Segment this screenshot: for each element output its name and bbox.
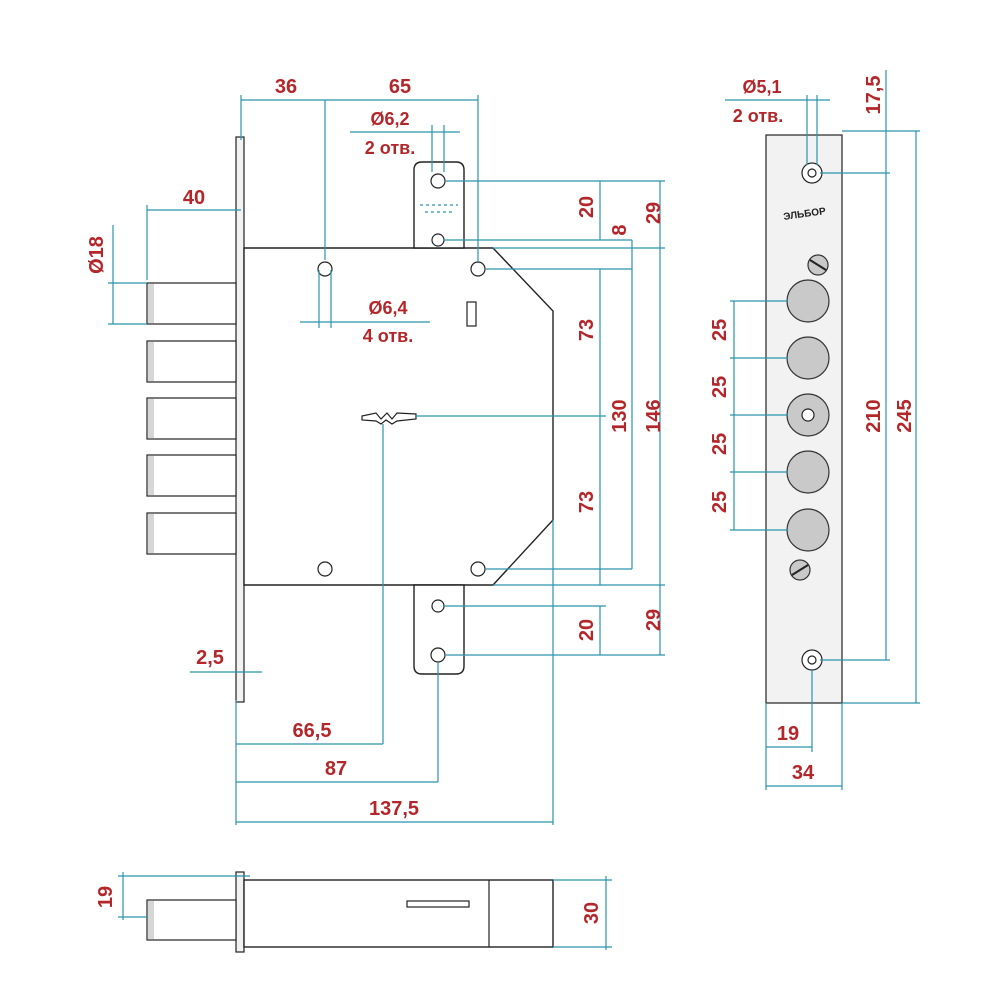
bolt-4 — [146, 454, 237, 497]
dim-spacing-4: 25 — [709, 491, 731, 513]
dim-87: 87 — [325, 758, 347, 780]
dim-29-top: 29 — [643, 202, 665, 224]
dim-d6-4: Ø6,4 — [368, 298, 407, 318]
dim-8: 8 — [609, 224, 631, 235]
tab-hole-top-2 — [431, 233, 445, 247]
dim-29-bottom: 29 — [643, 609, 665, 631]
dim-2-5: 2,5 — [196, 647, 224, 669]
bottom-case — [243, 879, 554, 948]
dim-20-top: 20 — [576, 196, 598, 218]
bottom-view — [146, 871, 554, 953]
dim-65: 65 — [389, 76, 411, 98]
bottom-dimension-texts: 19 30 — [95, 886, 603, 924]
screw-bottom-icon — [789, 559, 811, 581]
dim-d5-1-holes: 2 отв. — [733, 106, 783, 126]
bolt-head-4 — [786, 450, 830, 494]
dim-30: 30 — [581, 902, 603, 924]
case-hole-3 — [317, 561, 333, 577]
case-hole-2 — [470, 261, 486, 277]
dim-spacing-3: 25 — [709, 433, 731, 455]
side-plate-dimension-lines — [725, 70, 920, 790]
dim-73-top: 73 — [576, 319, 598, 341]
dim-d6-4-holes: 4 отв. — [363, 326, 413, 346]
bolt-5 — [146, 512, 237, 555]
tab-hole-bottom-2 — [431, 599, 445, 613]
dim-19-plate: 19 — [777, 723, 799, 745]
dim-66-5: 66,5 — [293, 720, 332, 742]
bottom-bolt — [146, 899, 237, 941]
side-plate-dimension-texts: Ø5,1 2 отв. 17,5 25 25 25 25 210 245 19 … — [709, 76, 916, 784]
dim-34: 34 — [792, 762, 815, 784]
front-dimension-texts: 36 65 Ø6,2 2 отв. 40 Ø18 Ø6,4 4 отв. 20 … — [86, 76, 665, 820]
front-dimension-lines — [108, 95, 665, 825]
plate-hole-bottom — [807, 655, 817, 665]
front-view — [146, 136, 554, 703]
dim-73-bottom: 73 — [576, 491, 598, 513]
dim-17-5: 17,5 — [863, 76, 885, 115]
dim-20-bottom: 20 — [576, 619, 598, 641]
tab-hole-bottom — [430, 647, 446, 663]
bolt-head-1 — [786, 279, 830, 323]
bottom-slot — [406, 900, 470, 908]
bottom-dimension-lines — [118, 872, 612, 950]
bolt-3 — [146, 397, 237, 440]
bottom-tab — [413, 584, 465, 675]
dim-d18: Ø18 — [86, 236, 108, 274]
dim-spacing-1: 25 — [709, 319, 731, 341]
bolt-head-5 — [786, 508, 830, 552]
bolt-1 — [146, 282, 237, 325]
keyhole-icon — [361, 412, 417, 425]
dim-36: 36 — [275, 76, 297, 98]
dim-245: 245 — [894, 399, 916, 432]
dim-d5-1: Ø5,1 — [742, 77, 781, 97]
bolt-head-2 — [786, 336, 830, 380]
tab-hole-top — [430, 173, 446, 189]
dim-spacing-2: 25 — [709, 376, 731, 398]
dim-19-bottom: 19 — [95, 886, 117, 908]
bolts — [146, 282, 237, 555]
dim-210: 210 — [863, 399, 885, 432]
dim-146: 146 — [643, 399, 665, 432]
dim-d6-2: Ø6,2 — [370, 109, 409, 129]
bottom-faceplate — [235, 871, 245, 953]
case-hole-4 — [470, 561, 486, 577]
case-slot — [466, 301, 477, 327]
dim-137-5: 137,5 — [369, 798, 419, 820]
side-plate-view: ЭЛЬБОР — [765, 134, 843, 704]
case-hole-1 — [317, 261, 333, 277]
dim-40: 40 — [183, 187, 205, 209]
front-faceplate — [235, 136, 245, 703]
dim-130: 130 — [609, 399, 631, 432]
screw-top-icon — [807, 254, 829, 276]
plate-hole-top — [807, 168, 817, 178]
bolt-2 — [146, 340, 237, 383]
dim-d6-2-holes: 2 отв. — [365, 138, 415, 158]
